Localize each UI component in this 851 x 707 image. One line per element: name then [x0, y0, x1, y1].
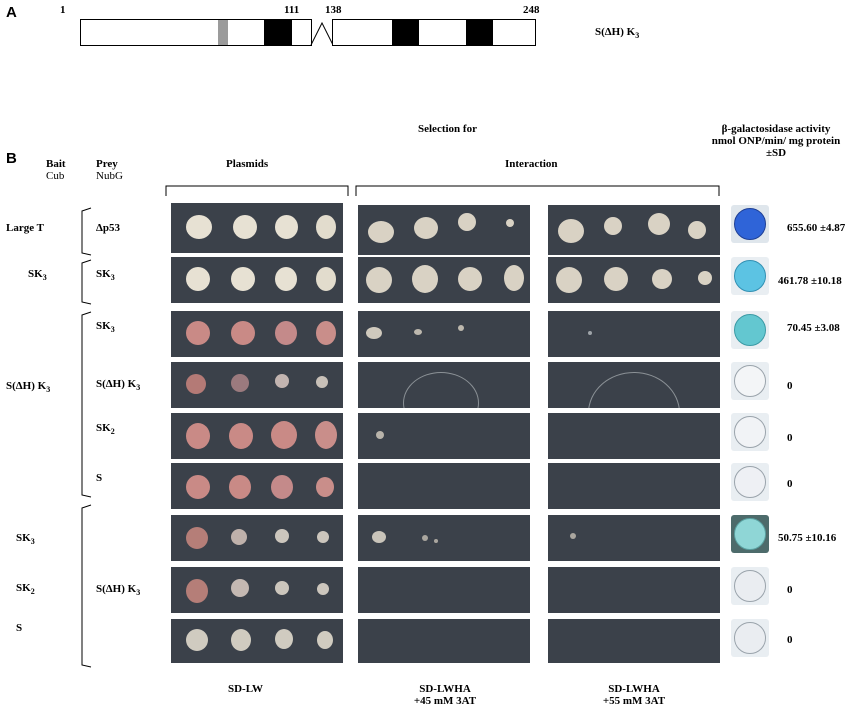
- well-r2-light-blue: [731, 257, 769, 295]
- medium-sd-lw: SD-LW: [228, 683, 264, 695]
- bgal-header: β-galactosidase activity nmol ONP/min/ m…: [711, 123, 841, 159]
- domain-black-3: [466, 20, 493, 45]
- bait-sk3: SK3: [28, 268, 47, 283]
- bait-header: Bait: [46, 158, 66, 170]
- plate-r7-sdlw: [171, 515, 343, 561]
- bait-large-t: Large T: [6, 222, 44, 234]
- plate-r7-55mm: [548, 515, 720, 561]
- plate-r3-45mm: [358, 311, 530, 357]
- activity-value: 655.60 ±4.87: [787, 222, 846, 234]
- activity-value: 70.45 ±3.08: [787, 322, 840, 334]
- selection-for-label: Selection for: [418, 123, 477, 135]
- activity-value: 0: [787, 380, 793, 392]
- plate-r3-sdlw: [171, 311, 343, 357]
- plate-r1-45mm: [358, 205, 530, 255]
- plate-r1-sdlw: [171, 203, 343, 253]
- plate-r5-sdlw: [171, 413, 343, 459]
- bait-s: S: [16, 622, 23, 634]
- medium-sd-lwha-45: SD-LWHA +45 mM 3AT: [413, 683, 477, 707]
- domain-black-1: [264, 20, 292, 45]
- interaction-bracket: [355, 185, 720, 196]
- activity-value: 0: [787, 478, 793, 490]
- activity-value: 50.75 ±10.16: [778, 532, 837, 544]
- position-138-label: 138: [325, 4, 342, 16]
- construct-bar-right: [332, 19, 536, 46]
- prey-sk3-row2: SK3: [96, 268, 115, 283]
- interaction-header: Interaction: [505, 158, 558, 170]
- bait-s-delta-h-k3: S(ΔH) K3: [6, 380, 51, 395]
- prey-delta-p53: Δp53: [96, 222, 121, 234]
- plate-r3-55mm: [548, 311, 720, 357]
- panel-a-letter: A: [6, 4, 17, 21]
- domain-grey: [218, 20, 228, 45]
- plate-r8-55mm: [548, 567, 720, 613]
- well-r1-blue: [731, 205, 769, 243]
- activity-value: 461.78 ±10.18: [778, 275, 842, 287]
- bait-sk3-lower: SK3: [16, 532, 35, 547]
- plasmids-header: Plasmids: [226, 158, 269, 170]
- plate-r6-45mm: [358, 463, 530, 509]
- prey-header: Prey: [96, 158, 118, 170]
- prey-sk2: SK2: [96, 422, 115, 437]
- well-r4-clear: [731, 362, 769, 400]
- plate-r7-45mm: [358, 515, 530, 561]
- well-r5-clear: [731, 413, 769, 451]
- plate-r1-55mm: [548, 205, 720, 255]
- position-1-label: 1: [60, 4, 66, 16]
- activity-value: 0: [787, 634, 793, 646]
- plate-r9-55mm: [548, 619, 720, 663]
- plate-r9-sdlw: [171, 619, 343, 663]
- well-r9-clear: [731, 619, 769, 657]
- domain-black-2: [392, 20, 419, 45]
- deletion-caret: [310, 21, 334, 46]
- plate-r8-45mm: [358, 567, 530, 613]
- plate-r8-sdlw: [171, 567, 343, 613]
- bait-sk2: SK2: [16, 582, 35, 597]
- activity-value: 0: [787, 584, 793, 596]
- plate-r2-55mm: [548, 257, 720, 303]
- prey-s-delta-h-k3-group: S(ΔH) K3: [96, 583, 141, 598]
- plate-r6-55mm: [548, 463, 720, 509]
- well-r7-teal: [731, 515, 769, 553]
- medium-sd-lwha-55: SD-LWHA +55 mM 3AT: [602, 683, 666, 707]
- plate-r5-55mm: [548, 413, 720, 459]
- plate-r2-sdlw: [171, 257, 343, 303]
- well-r8-clear: [731, 567, 769, 605]
- plate-r5-45mm: [358, 413, 530, 459]
- plate-r2-45mm: [358, 257, 530, 303]
- activity-value: 0: [787, 432, 793, 444]
- panel-b-letter: B: [6, 150, 17, 167]
- bait-subheader: Cub: [46, 170, 65, 182]
- well-r6-clear: [731, 463, 769, 501]
- position-111-label: 111: [284, 4, 300, 16]
- plate-r4-sdlw: [171, 362, 343, 408]
- position-248-label: 248: [523, 4, 540, 16]
- plate-r4-55mm: [548, 362, 720, 408]
- prey-s-delta-h-k3: S(ΔH) K3: [96, 378, 141, 393]
- bait-group-brackets: [81, 207, 92, 668]
- prey-sk3-row3: SK3: [96, 320, 115, 335]
- plate-r4-45mm: [358, 362, 530, 408]
- plasmids-bracket: [165, 185, 349, 196]
- well-r3-teal: [731, 311, 769, 349]
- prey-s: S: [96, 472, 103, 484]
- plate-r9-45mm: [358, 619, 530, 663]
- prey-subheader: NubG: [96, 170, 123, 182]
- construct-name: S(ΔH) K3: [595, 26, 640, 41]
- plate-r6-sdlw: [171, 463, 343, 509]
